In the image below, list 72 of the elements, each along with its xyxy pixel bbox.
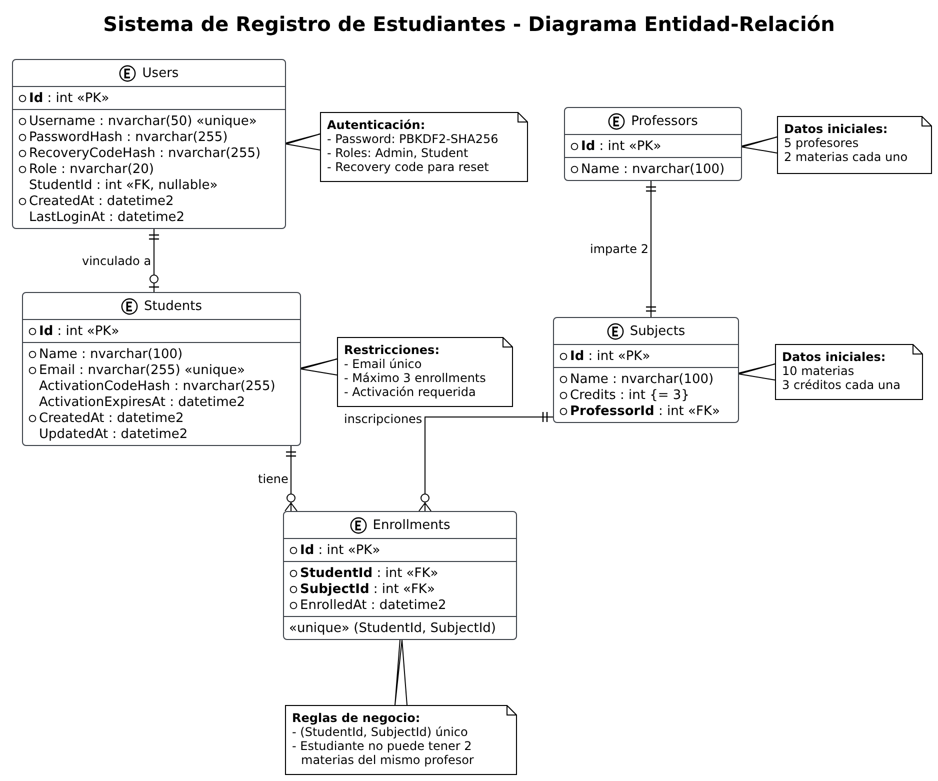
entity-box bbox=[12, 59, 286, 229]
note-text: 2 materias cada uno bbox=[784, 150, 909, 164]
entity-name: Enrollments bbox=[372, 518, 450, 532]
attribute-text: LastLoginAt : datetime2 bbox=[29, 210, 185, 224]
note-connector bbox=[300, 358, 338, 376]
note-text: - Password: PBKDF2-SHA256 bbox=[327, 132, 500, 146]
attribute-text: Name : nvarchar(100) bbox=[581, 162, 725, 176]
edge-label: imparte 2 bbox=[589, 242, 650, 256]
attribute-text: Id : int «PK» bbox=[581, 138, 662, 154]
attribute-text: ProfessorId : int «FK» bbox=[570, 404, 720, 418]
attribute-text: Role : nvarchar(20) bbox=[29, 162, 154, 176]
note-heading: Restricciones: bbox=[344, 343, 440, 357]
note-connector bbox=[286, 134, 320, 150]
entity-box bbox=[22, 292, 301, 446]
note-text: 3 créditos cada una bbox=[782, 378, 902, 392]
note-text: - Máximo 3 enrollments bbox=[344, 371, 487, 385]
attribute-text: Name : nvarchar(100) bbox=[39, 346, 183, 362]
note-connector bbox=[394, 640, 408, 706]
attribute-text: UpdatedAt : datetime2 bbox=[39, 426, 188, 442]
edge-label: tiene bbox=[257, 472, 290, 486]
note-box bbox=[775, 344, 923, 400]
entity-name: Students bbox=[144, 298, 202, 314]
note-text: - Roles: Admin, Student bbox=[327, 146, 470, 160]
edge-label: vinculado a bbox=[81, 254, 152, 268]
note-connector bbox=[742, 136, 778, 154]
attribute-text: Id : int «PK» bbox=[39, 324, 120, 338]
note-text: 10 materias bbox=[782, 364, 856, 378]
attribute-text: CreatedAt : datetime2 bbox=[29, 194, 174, 208]
entity-name: Users bbox=[142, 66, 179, 80]
attribute-text: StudentId : int «FK» bbox=[300, 566, 438, 580]
note-box bbox=[337, 337, 513, 407]
attribute-text: PasswordHash : nvarchar(255) bbox=[29, 130, 228, 144]
note-text: - (StudentId, SubjectId) único bbox=[292, 725, 469, 739]
attribute-text: Username : nvarchar(50) «unique» bbox=[29, 114, 257, 128]
entity-name: Subjects bbox=[630, 324, 686, 338]
attribute-text: ActivationExpiresAt : datetime2 bbox=[39, 394, 246, 410]
attribute-text: EnrolledAt : datetime2 bbox=[300, 598, 446, 612]
attribute-text: Id : int «PK» bbox=[29, 90, 110, 106]
note-text: 5 profesores bbox=[784, 136, 860, 150]
note-heading: Reglas de negocio: bbox=[292, 711, 422, 725]
entity-name: Professors bbox=[631, 114, 698, 128]
attribute-text: Id : int «PK» bbox=[300, 542, 380, 558]
attribute-text: Name : nvarchar(100) bbox=[570, 372, 714, 386]
note-heading: Datos iniciales: bbox=[784, 122, 889, 136]
note-text: - Email único bbox=[344, 357, 423, 371]
attribute-text: CreatedAt : datetime2 bbox=[39, 410, 184, 426]
attribute-text: RecoveryCodeHash : nvarchar(255) bbox=[29, 146, 261, 160]
note-text: - Recovery code para reset bbox=[327, 160, 490, 174]
relationship-line bbox=[646, 180, 656, 318]
entity-box bbox=[564, 107, 742, 181]
note-connector bbox=[738, 364, 776, 380]
note-text: - Activación requerida bbox=[344, 385, 477, 399]
attribute-text: Id : int «PK» bbox=[570, 348, 650, 364]
edge-label: inscripciones bbox=[343, 412, 424, 426]
diagram-title: Sistema de Registro de Estudiantes - Diagrama Entidad-Relación bbox=[102, 12, 836, 36]
attribute-text: ActivationCodeHash : nvarchar(255) bbox=[39, 378, 276, 394]
attribute-text: SubjectId : int «FK» bbox=[300, 582, 435, 596]
note-box bbox=[777, 116, 932, 174]
relationship-line bbox=[148, 228, 160, 292]
note-box bbox=[285, 705, 517, 775]
attribute-text: StudentId : int «FK, nullable» bbox=[29, 178, 218, 192]
relationship-line bbox=[418, 412, 554, 512]
relationship-line bbox=[284, 446, 298, 512]
note-box bbox=[320, 112, 528, 182]
note-text: - Estudiante no puede tener 2 materias del mismo profesor bbox=[292, 739, 475, 767]
attribute-text: Credits : int {= 3} bbox=[570, 388, 690, 402]
entity-box bbox=[553, 317, 739, 423]
attribute-text: Email : nvarchar(255) «unique» bbox=[39, 362, 245, 378]
note-heading: Autenticación: bbox=[327, 118, 426, 132]
note-heading: Datos iniciales: bbox=[782, 350, 887, 364]
entity-box bbox=[283, 511, 517, 640]
attribute-text: «unique» (StudentId, SubjectId) bbox=[289, 620, 496, 636]
